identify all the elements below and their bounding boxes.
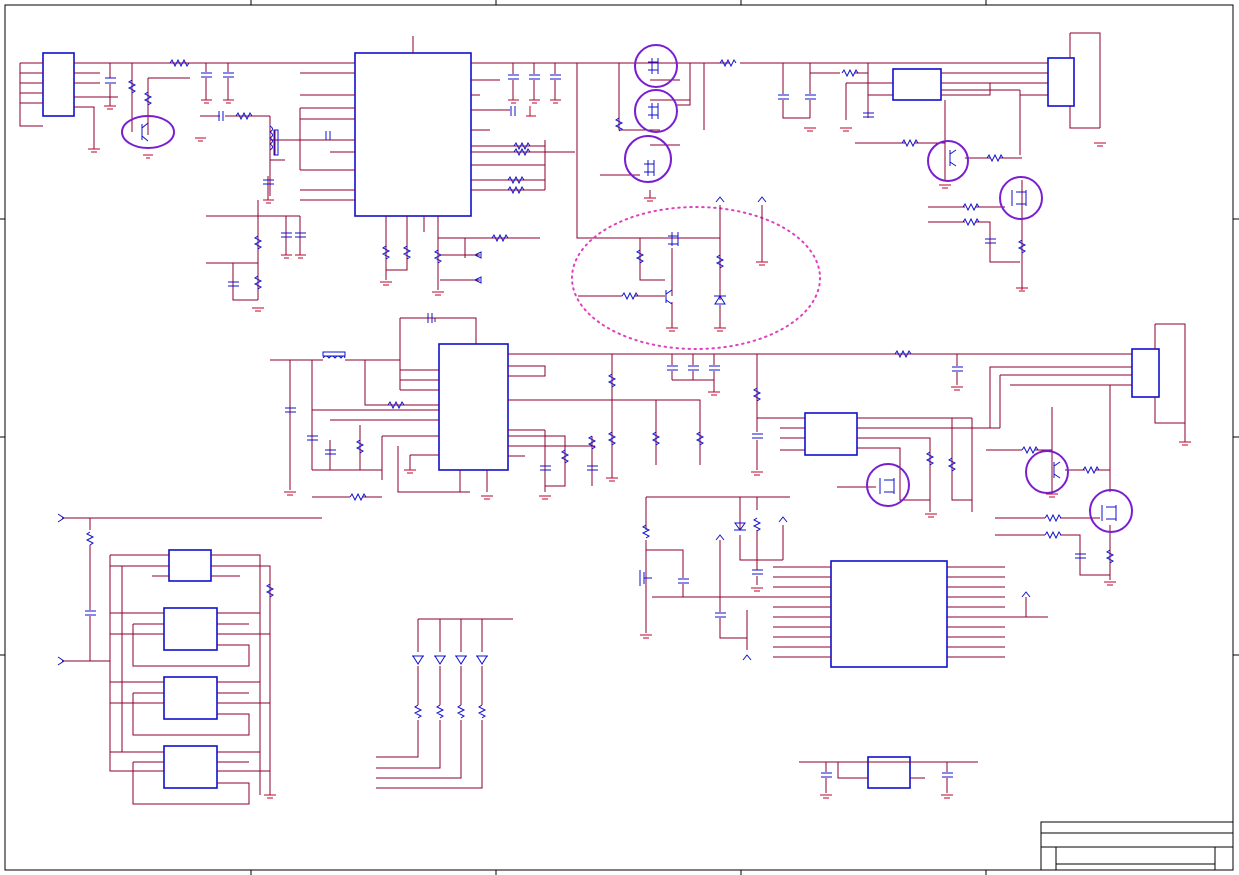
highlight-circle-m6 bbox=[1089, 489, 1133, 533]
led-indicators bbox=[376, 618, 513, 789]
dotted-highlight-circuit bbox=[571, 196, 821, 350]
small-regulator bbox=[799, 756, 978, 799]
optocoupler-array bbox=[57, 513, 322, 805]
right-regulator bbox=[740, 32, 1106, 292]
highlight-circle-m1 bbox=[634, 44, 678, 88]
connector-left bbox=[19, 52, 355, 159]
highlight-circle-q3 bbox=[1025, 450, 1069, 494]
highlight-circle-m3 bbox=[624, 135, 672, 183]
mcu-ic bbox=[639, 496, 1048, 668]
right-regulator-2 bbox=[804, 323, 1191, 586]
second-controller-ic bbox=[270, 313, 1132, 502]
highlight-circle-q1 bbox=[121, 115, 175, 149]
highlight-circle-m5 bbox=[866, 463, 910, 507]
title-block bbox=[1040, 821, 1234, 871]
highlight-circle-q2 bbox=[927, 140, 969, 182]
controller-ic bbox=[195, 36, 730, 312]
highlight-circle-m4 bbox=[999, 176, 1043, 220]
highlight-circle-m2 bbox=[634, 89, 678, 133]
mosfet-switch-stack bbox=[600, 44, 737, 202]
